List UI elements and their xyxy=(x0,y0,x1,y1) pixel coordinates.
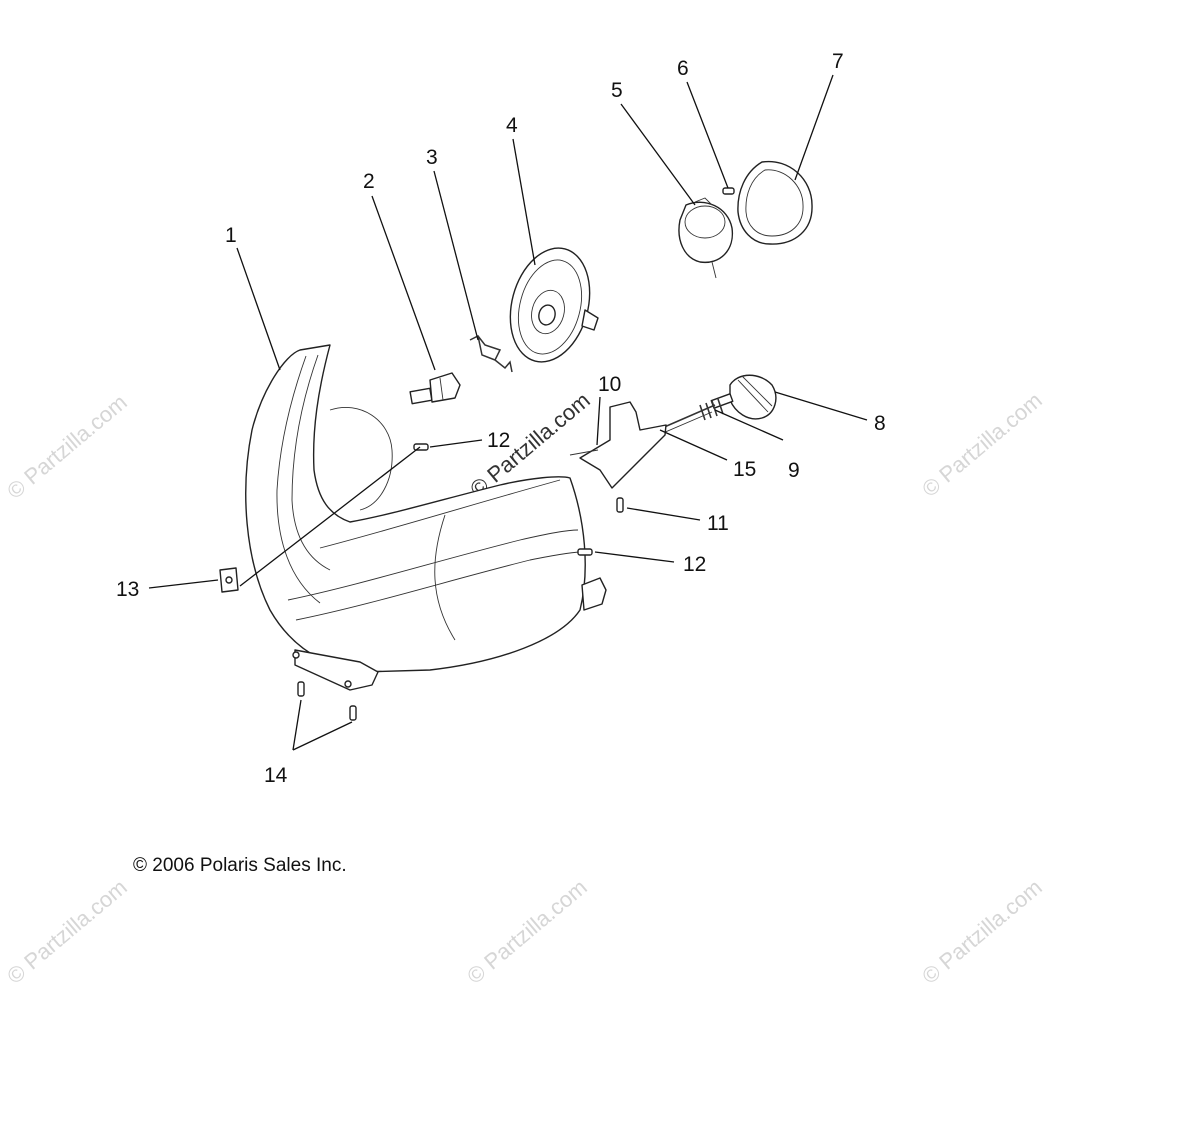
leader-lines xyxy=(148,74,868,751)
callout-8: 8 xyxy=(874,412,886,435)
dome-lens xyxy=(678,197,734,279)
callout-1: 1 xyxy=(225,224,237,247)
callout-12-lower: 12 xyxy=(683,553,706,576)
watermarks: © Partzilla.com © Partzilla.com © Partzi… xyxy=(2,387,1047,988)
callout-11: 11 xyxy=(707,512,729,535)
callout-14: 14 xyxy=(264,764,288,787)
callout-3: 3 xyxy=(426,146,438,169)
callout-15: 15 xyxy=(733,458,756,481)
reflector-cap xyxy=(509,247,599,363)
watermark: © Partzilla.com xyxy=(2,389,132,503)
copyright-text: © 2006 Polaris Sales Inc. xyxy=(133,855,347,876)
gasket xyxy=(737,160,813,245)
watermark: © Partzilla.com xyxy=(462,874,592,988)
small-screw xyxy=(722,187,735,195)
adjuster-bracket xyxy=(569,401,667,489)
headlight-housing xyxy=(245,344,607,691)
watermark: © Partzilla.com xyxy=(917,874,1047,988)
watermark: © Partzilla.com xyxy=(917,387,1047,501)
bulb xyxy=(409,372,461,405)
screw-11 xyxy=(616,497,624,513)
callout-12-upper: 12 xyxy=(487,429,510,452)
watermark: © Partzilla.com xyxy=(2,874,132,988)
callout-9: 9 xyxy=(788,459,800,482)
callout-4: 4 xyxy=(506,114,518,137)
spring-clip xyxy=(469,335,513,373)
callout-10: 10 xyxy=(598,373,621,396)
callout-2: 2 xyxy=(363,170,375,193)
callout-5: 5 xyxy=(611,79,623,102)
screw-14 xyxy=(297,681,357,721)
callout-6: 6 xyxy=(677,57,689,80)
callout-7: 7 xyxy=(832,50,844,73)
callout-13: 13 xyxy=(116,578,139,601)
clip-nut xyxy=(219,567,239,593)
callouts: 1 2 3 4 5 6 7 8 9 10 11 12 12 13 14 15 xyxy=(116,50,886,787)
